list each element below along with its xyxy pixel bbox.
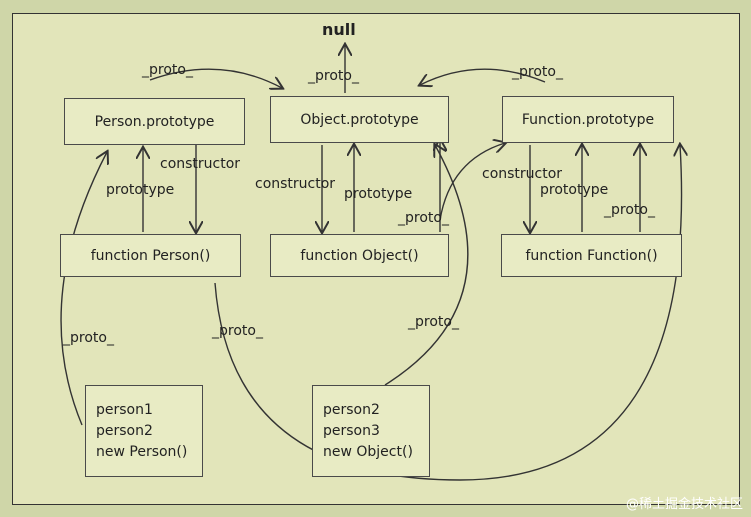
instance-label: person1 (96, 401, 153, 418)
person-prototype-node: Person.prototype (64, 98, 245, 145)
edge-fperson-proto (214, 145, 682, 481)
watermark: @稀土掘金技术社区 (625, 497, 743, 512)
function-prototype-node: Function.prototype (502, 96, 674, 143)
instance-label: new Person() (96, 443, 188, 460)
instance-label: person2 (96, 422, 153, 439)
edge-label: constructor (255, 176, 336, 192)
edge-label: constructor (482, 166, 563, 182)
function-object-node: function Object() (270, 234, 449, 277)
instances-left-node: person1 person2 new Person() (85, 385, 203, 477)
edge-label: constructor (160, 156, 241, 172)
edge-fobject-to-function (439, 143, 505, 221)
edge-label: prototype (540, 182, 609, 198)
edge-person-object (149, 68, 282, 88)
edge-label: _proto_ (604, 202, 655, 218)
edge-label: _proto_ (63, 330, 114, 346)
function-function-node: function Function() (501, 234, 682, 277)
instance-label: person2 (323, 401, 380, 418)
instances-mid-node: person2 person3 new Object() (312, 385, 430, 477)
edge-label: _proto_ (142, 62, 193, 78)
function-person-node: function Person() (60, 234, 241, 277)
edge-label: _proto_ (212, 323, 263, 339)
edge-label: prototype (106, 182, 175, 198)
edge-label: _proto_ (408, 314, 459, 330)
null-label: null (322, 20, 356, 39)
edge-label: _proto_ (512, 64, 563, 80)
object-prototype-node: Object.prototype (270, 96, 449, 143)
instance-label: person3 (323, 422, 380, 439)
edge-label: prototype (344, 186, 413, 202)
instance-label: new Object() (323, 443, 413, 460)
edge-instances-left (60, 152, 107, 426)
edge-instances-mid (384, 145, 469, 386)
edge-label: _proto_ (308, 68, 359, 84)
edge-label: _proto_ (398, 210, 449, 226)
edge-function-object (420, 68, 546, 85)
